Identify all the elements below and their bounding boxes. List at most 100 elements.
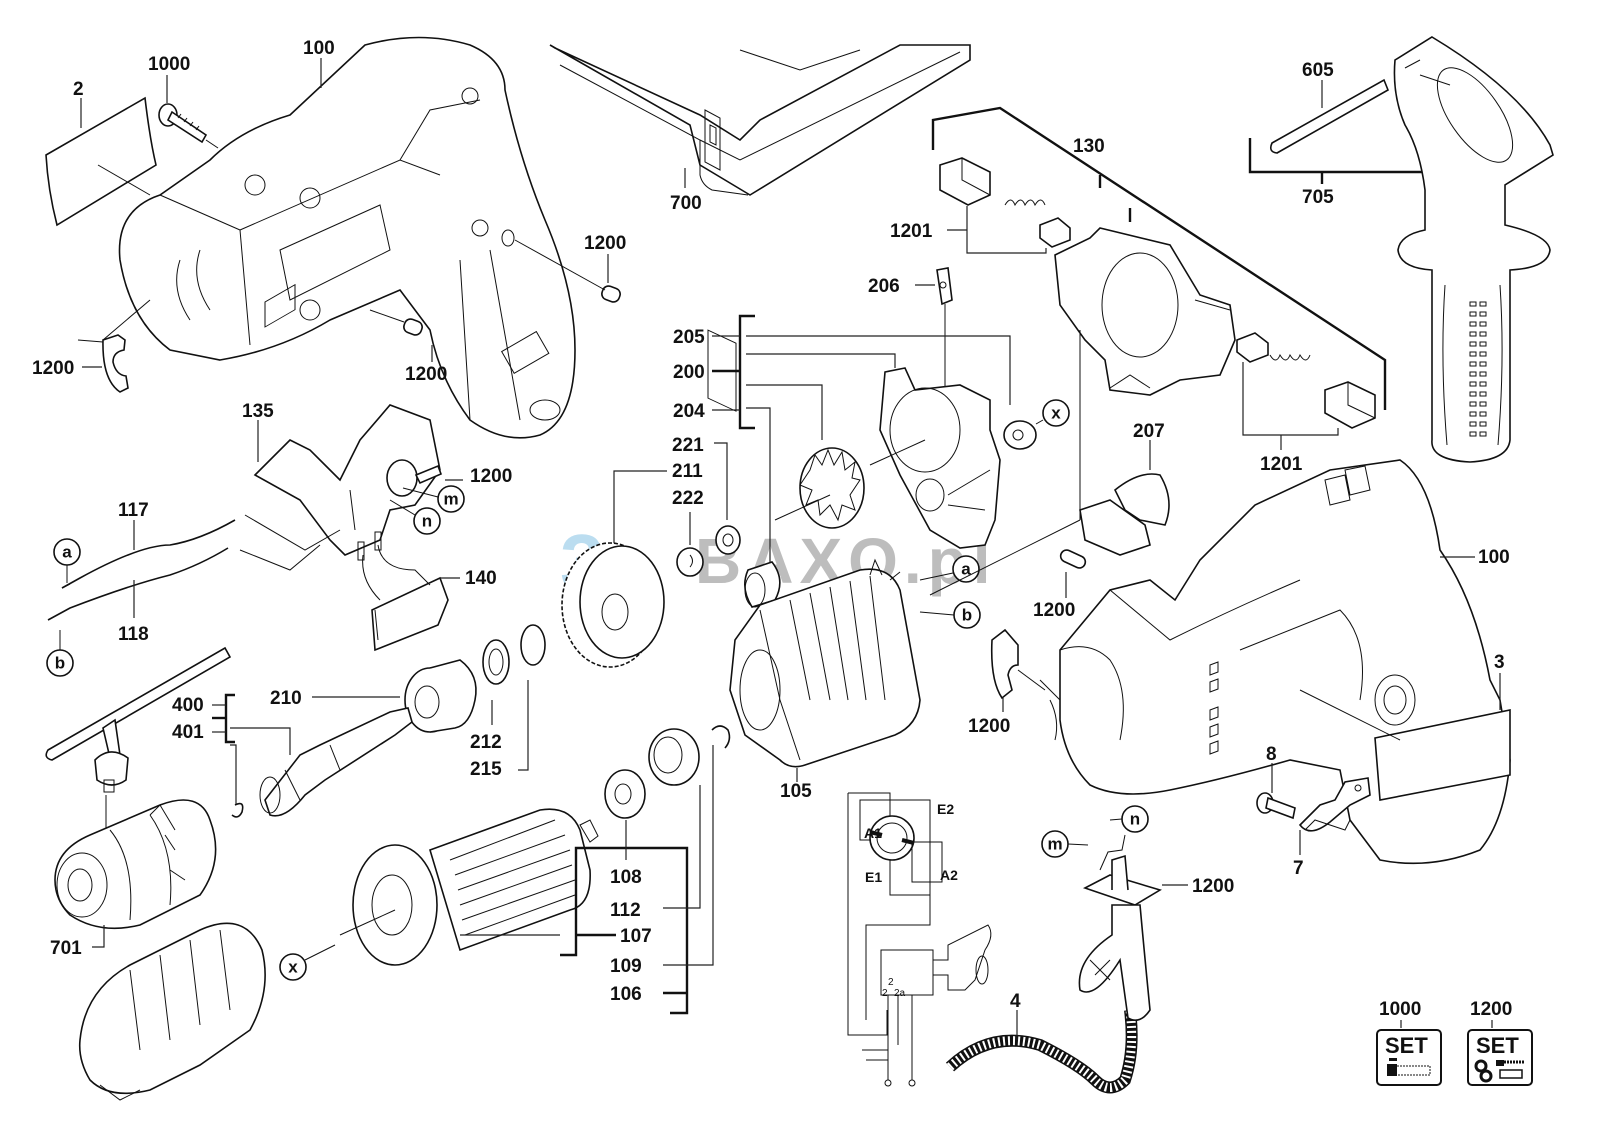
part-140-capacitor	[357, 531, 449, 652]
schematic-label-e2: E2	[937, 801, 954, 817]
part-1200-clip-left	[102, 334, 129, 393]
label-3: 3	[1494, 652, 1505, 673]
part-1201-brush-bottom	[1236, 332, 1269, 363]
part-200-gear-housing-plate	[869, 367, 1001, 549]
handle-grip-pattern	[1469, 301, 1487, 437]
set-badge-1200-label: SET	[1476, 1033, 1519, 1058]
part-1200-pin-a	[601, 285, 621, 303]
wiring-schematic: A1 E2 E1 A2 2 2 2a	[847, 792, 992, 1087]
marker-a-right	[952, 555, 980, 583]
label-112: 112	[610, 900, 641, 921]
label-1200-f: 1200	[968, 716, 1010, 737]
label-1200-c: 1200	[32, 358, 74, 379]
marker-n-cord-text: n	[1130, 810, 1140, 829]
marker-m-switch	[437, 485, 465, 513]
label-211: 211	[672, 461, 703, 482]
label-109: 109	[610, 956, 642, 977]
part-1200-screw-switch	[414, 464, 443, 485]
part-109-retaining-ring	[711, 725, 731, 749]
part-1200-cord-sleeve	[1078, 834, 1162, 1021]
part-3-label-plate	[1299, 689, 1511, 801]
part-1200-pin-b	[403, 318, 423, 336]
part-108-ball-bearing	[604, 769, 646, 819]
label-118: 118	[118, 624, 149, 645]
part-keyless-chuck	[78, 922, 266, 1101]
marker-b-left-text: b	[55, 654, 65, 673]
part-221-washer	[715, 525, 741, 555]
set-badge-1000-label: SET	[1385, 1033, 1428, 1058]
label-1201-bottom: 1201	[1260, 454, 1303, 475]
label-107: 107	[620, 926, 652, 947]
label-206: 206	[868, 276, 900, 297]
part-700-carry-case	[549, 44, 971, 412]
part-135-switch	[253, 283, 441, 556]
marker-n-switch	[413, 507, 441, 535]
label-7: 7	[1293, 858, 1304, 879]
part-215-circlip	[520, 624, 546, 666]
part-204-bevel-gear	[774, 447, 865, 529]
label-210: 210	[270, 688, 302, 709]
label-400: 400	[172, 695, 204, 716]
label-705: 705	[1302, 187, 1334, 208]
part-222-circlip	[676, 547, 704, 577]
schematic-switch-terminal-2a: 2a	[894, 988, 906, 999]
marker-b-right-text: b	[962, 606, 972, 625]
part-1201-brush-cap-top	[939, 157, 991, 206]
marker-a-right-text: a	[961, 560, 971, 579]
set-badge-1000-number: 1000	[1379, 999, 1421, 1020]
schematic-switch-terminal-1: 2	[888, 977, 894, 988]
set-badge-1200: 1200 SET	[1467, 999, 1533, 1086]
part-105-field-stator	[729, 558, 921, 768]
label-1200-a: 1200	[584, 233, 626, 254]
part-1201-spring-top	[1004, 199, 1046, 207]
label-205: 205	[673, 327, 705, 348]
label-200: 200	[673, 362, 705, 383]
label-701: 701	[50, 938, 82, 959]
schematic-label-a2: A2	[940, 867, 958, 883]
part-118-wire	[47, 547, 229, 621]
part-207-switch-knob	[1079, 473, 1170, 556]
label-1200-d: 1200	[470, 466, 512, 487]
part-100-housing-left	[118, 36, 576, 439]
label-140: 140	[465, 568, 497, 589]
part-1201-brush-top	[1039, 217, 1071, 248]
label-215: 215	[470, 759, 502, 780]
label-1201-top: 1201	[890, 221, 933, 242]
label-1200-e: 1200	[1033, 600, 1075, 621]
label-212: 212	[470, 732, 502, 753]
part-112-bearing-sleeve	[648, 728, 700, 786]
part-130-brush-holder	[1054, 227, 1236, 396]
marker-n-switch-text: n	[422, 512, 432, 531]
label-1200-b: 1200	[405, 364, 447, 385]
label-8: 8	[1266, 744, 1277, 765]
part-117-wire	[61, 519, 236, 589]
marker-m-switch-text: m	[443, 490, 458, 509]
label-105: 105	[780, 781, 812, 802]
part-401-retaining-clip	[231, 802, 244, 818]
part-2-label-plate	[45, 96, 157, 227]
part-1200-clip-right	[990, 628, 1019, 700]
part-206-clip	[936, 267, 953, 306]
part-1000-screw	[158, 103, 219, 149]
part-1201-spring-bottom	[1269, 353, 1311, 361]
label-700: 700	[670, 193, 702, 214]
label-2: 2	[73, 79, 84, 100]
part-107-armature	[339, 808, 599, 966]
label-117: 117	[118, 500, 149, 521]
label-221: 221	[672, 435, 704, 456]
label-222: 222	[672, 488, 704, 509]
marker-x-top-text: x	[1051, 404, 1061, 423]
label-100-top: 100	[303, 38, 335, 59]
schematic-label-a1: A1	[864, 825, 882, 841]
schematic-label-e1: E1	[865, 869, 882, 885]
part-212-washer	[482, 639, 510, 685]
part-701-keyed-chuck	[54, 799, 217, 930]
part-211-spur-gear	[561, 542, 665, 668]
marker-x-bottom	[279, 953, 307, 981]
label-130: 130	[1073, 136, 1105, 157]
set-badge-1200-number: 1200	[1470, 999, 1512, 1020]
part-chuck-key	[45, 646, 232, 793]
schematic-switch-terminal-2: 2	[882, 988, 888, 999]
label-135: 135	[242, 401, 274, 422]
